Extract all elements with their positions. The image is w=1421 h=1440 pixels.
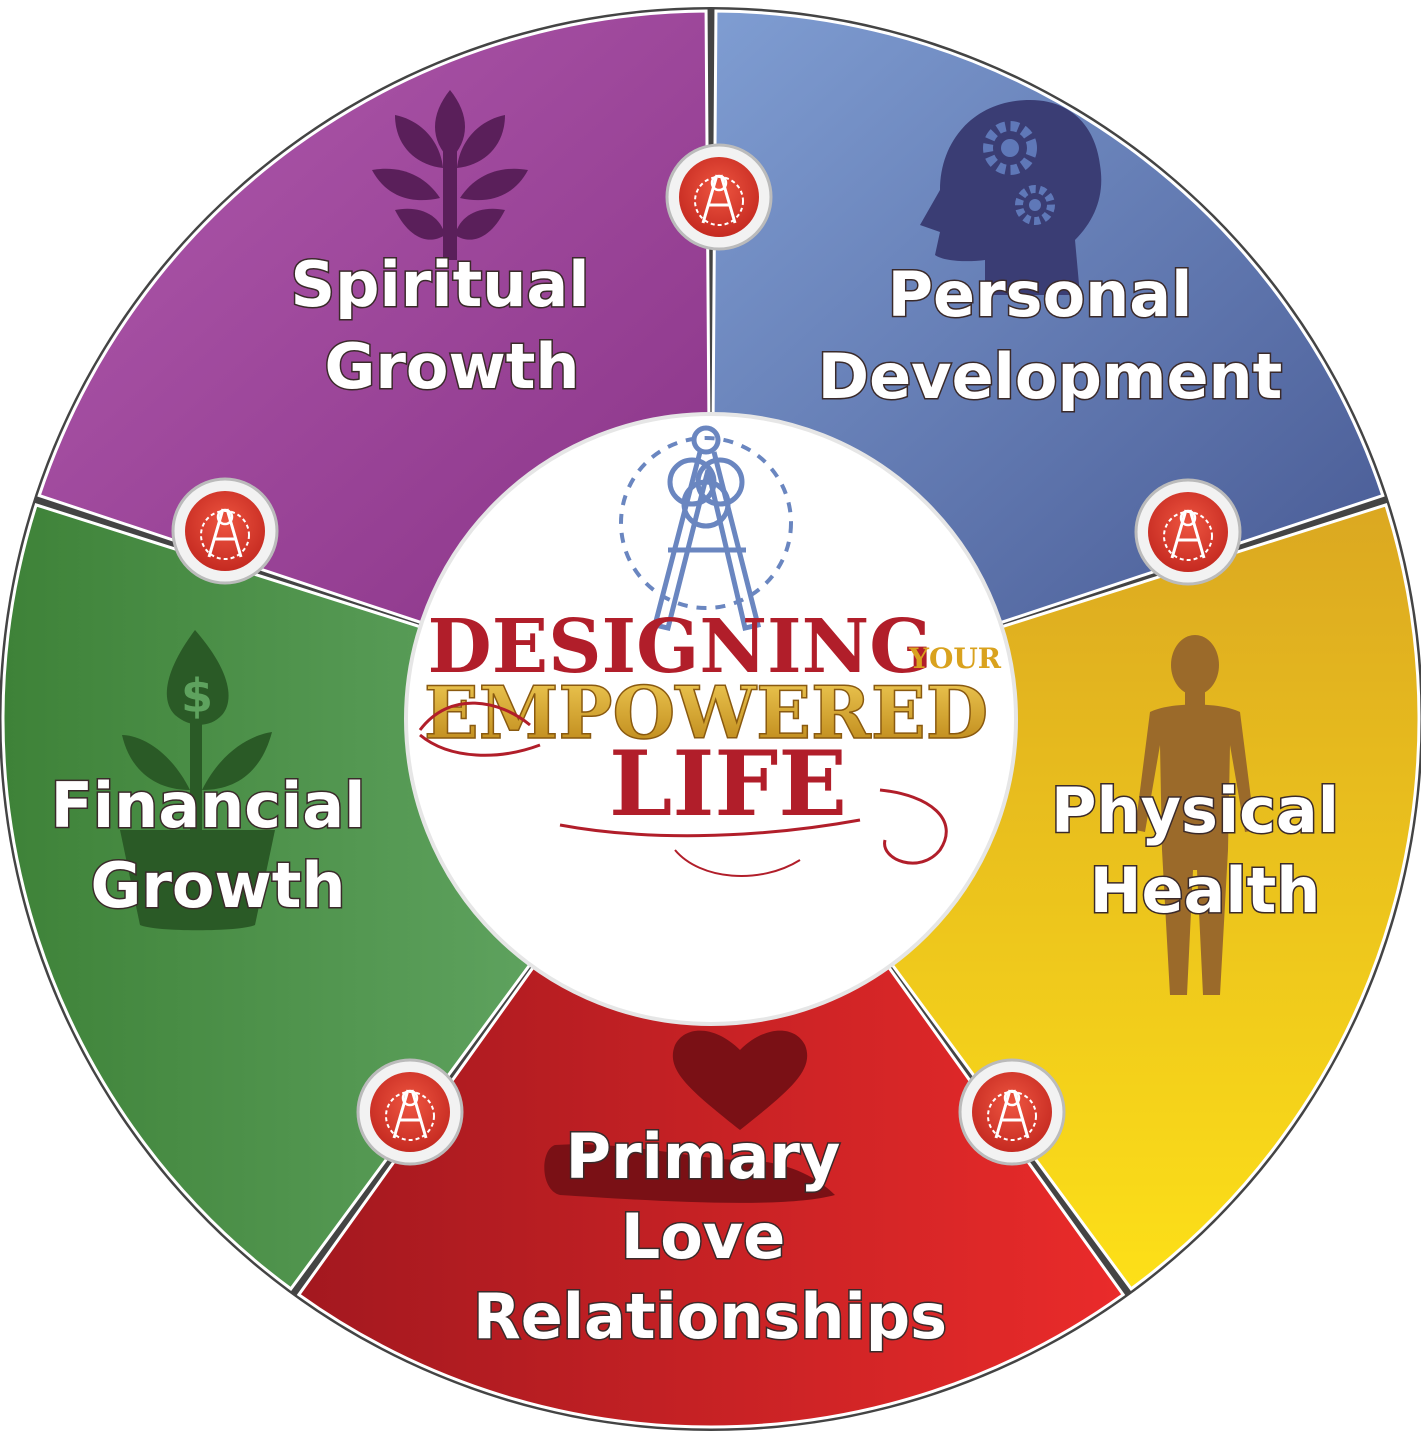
svg-text:Development: Development xyxy=(818,340,1283,413)
compass-badge-icon xyxy=(958,1058,1066,1166)
svg-text:Growth: Growth xyxy=(324,330,579,403)
svg-text:Financial: Financial xyxy=(51,769,366,842)
svg-text:Primary: Primary xyxy=(566,1120,841,1193)
center-logo-text: DESIGNING YOUR EMPOWERED LIFE xyxy=(418,604,1002,877)
svg-text:Health: Health xyxy=(1090,854,1321,927)
tree-icon xyxy=(372,90,528,260)
label-personal: Personal Development xyxy=(816,257,1284,415)
label-spiritual: Spiritual Growth xyxy=(289,247,591,405)
money-plant-icon: $ xyxy=(120,630,275,931)
compass-badge-icon xyxy=(1134,478,1242,586)
head-gears-icon xyxy=(920,100,1102,295)
svg-text:LIFE: LIFE xyxy=(609,731,847,837)
svg-text:EMPOWERED: EMPOWERED xyxy=(424,670,988,755)
svg-text:Relationships: Relationships xyxy=(473,1280,947,1353)
svg-text:DESIGNING: DESIGNING xyxy=(428,604,933,690)
svg-text:$: $ xyxy=(181,669,213,723)
heart-in-hand-icon xyxy=(544,1030,835,1203)
compass-logo-icon xyxy=(619,425,793,631)
svg-text:Spiritual: Spiritual xyxy=(291,248,590,321)
svg-text:Personal: Personal xyxy=(888,258,1193,331)
compass-badge-icon xyxy=(665,143,773,251)
label-love: Primary Love Relationships xyxy=(471,1119,948,1355)
label-financial: Financial Growth xyxy=(49,768,367,924)
svg-text:Growth: Growth xyxy=(90,849,345,922)
svg-text:Love: Love xyxy=(621,1200,786,1273)
compass-badge-icon xyxy=(171,477,279,585)
compass-badge-icon xyxy=(356,1058,464,1166)
center-circle xyxy=(404,412,1018,1026)
svg-text:YOUR: YOUR xyxy=(908,642,1002,675)
svg-text:Physical: Physical xyxy=(1051,774,1339,847)
label-physical: Physical Health xyxy=(1050,773,1341,929)
human-body-icon xyxy=(1135,635,1255,995)
